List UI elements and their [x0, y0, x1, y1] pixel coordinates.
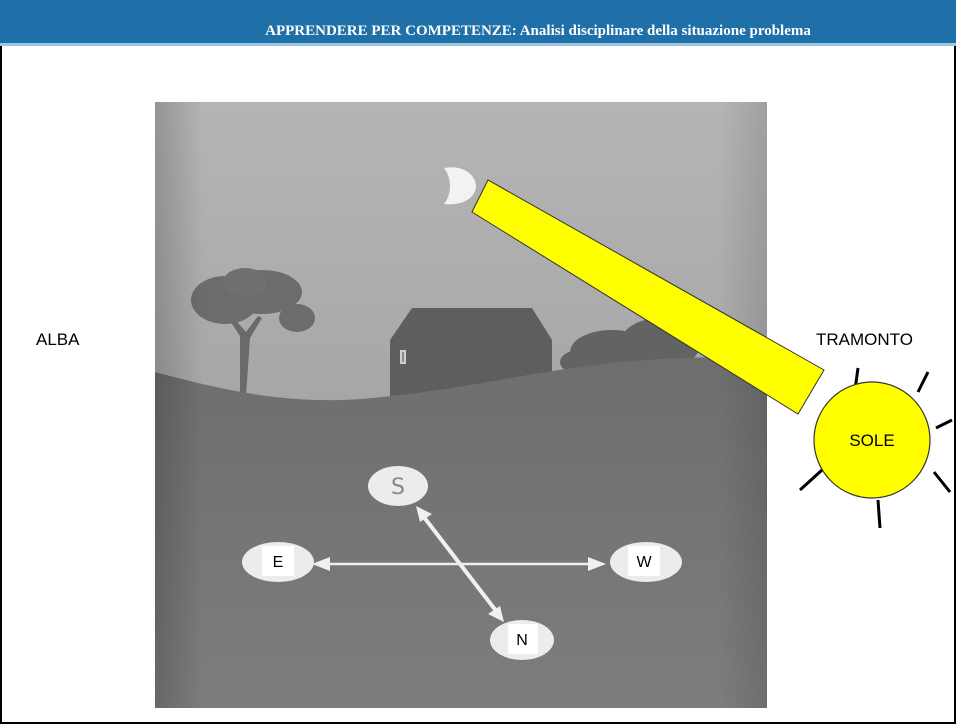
svg-text:N: N: [516, 632, 528, 649]
sunrise-label: ALBA: [36, 330, 80, 349]
photo-illustration: [155, 102, 767, 708]
svg-text:S: S: [391, 475, 405, 500]
page-title: APPRENDERE PER COMPETENZE: Analisi disci…: [265, 23, 811, 39]
compass-east: E: [242, 542, 314, 582]
svg-text:W: W: [636, 554, 652, 571]
sun-icon: SOLE: [798, 367, 953, 529]
light-beam: [471, 179, 825, 415]
compass: S E W N: [242, 466, 682, 660]
compass-south: S: [368, 466, 428, 506]
header-bar: APPRENDERE PER COMPETENZE: Analisi disci…: [0, 0, 956, 46]
compass-north: N: [490, 620, 554, 660]
svg-text:E: E: [273, 554, 284, 571]
compass-west: W: [610, 542, 682, 582]
svg-text:SOLE: SOLE: [849, 431, 894, 450]
sunset-label: TRAMONTO: [816, 330, 913, 349]
